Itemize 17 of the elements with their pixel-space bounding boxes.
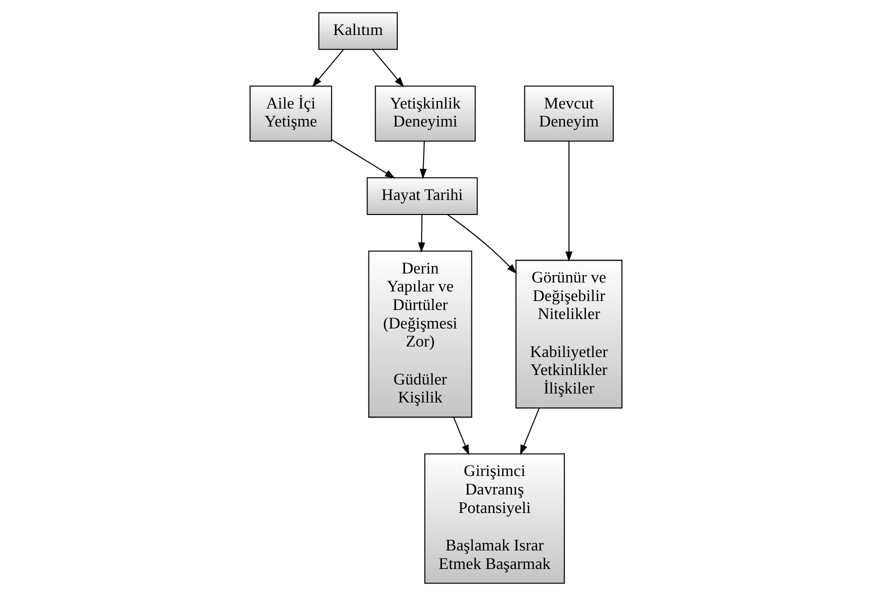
- node-box: Görünür ve Değişebilir Nitelikler Kabiliyetler Yetkinlikler İlişkiler: [514, 260, 622, 409]
- arrow: [330, 139, 395, 179]
- arrow: [312, 49, 344, 88]
- arrow: [372, 49, 404, 88]
- arrow: [446, 214, 516, 274]
- node-box: Aile İçi Yetişme: [249, 86, 332, 142]
- arrow: [520, 408, 540, 456]
- node-box: Mevcut Deneyim: [524, 86, 614, 142]
- arrow: [419, 141, 426, 180]
- node-box: Derin Yapılar ve Dürtüler (Değişmesi Zor) Güdüler Kişilik: [368, 250, 472, 418]
- node-box: Kalıtım: [318, 12, 398, 50]
- node-box: Yetişkinlik Deneyimi: [374, 86, 476, 142]
- node-box: Girişimci Davranış Potansiyeli Başlamak Israr Etmek Başarmak: [424, 453, 564, 584]
- arrow: [418, 214, 425, 253]
- arrow: [452, 417, 469, 456]
- arrow: [564, 141, 572, 262]
- node-box: Hayat Tarihi: [366, 177, 478, 215]
